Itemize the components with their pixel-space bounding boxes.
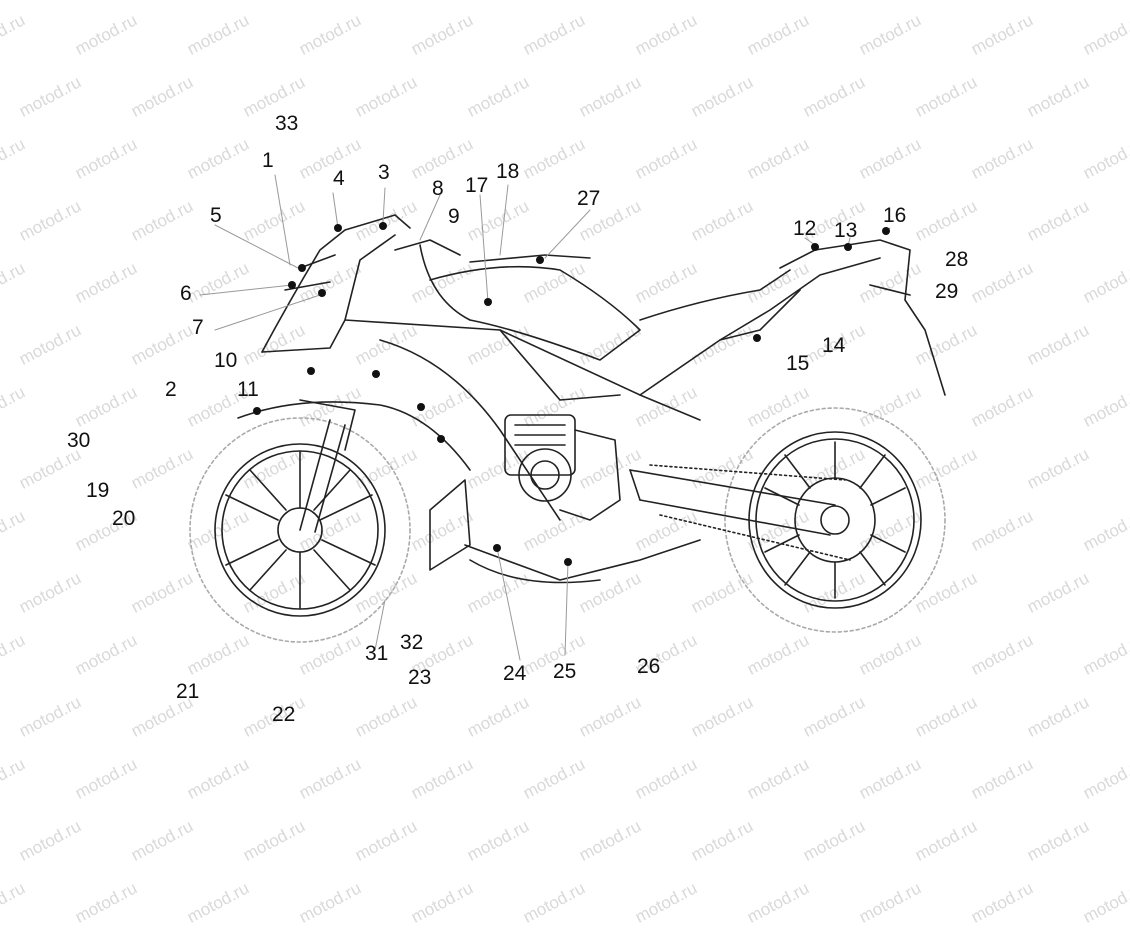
watermark-text: motod.ru [71, 878, 141, 927]
part-callout-label: 29 [935, 280, 959, 303]
frame [344, 257, 881, 521]
part-callout-label: 13 [834, 219, 858, 242]
part-callout-label: 9 [448, 205, 460, 228]
motorcycle-exploded-diagram [189, 174, 946, 661]
engine [504, 414, 621, 521]
rear-wheel [724, 407, 946, 633]
part-callout-label: 22 [272, 703, 296, 726]
leader-lines [199, 174, 891, 661]
part-callout-label: 20 [112, 507, 136, 530]
watermark-text: motod.ru [407, 878, 477, 927]
part-callout-label: 25 [553, 660, 577, 683]
front-wheel [189, 417, 411, 643]
watermark-text: motod.ru [0, 878, 29, 927]
watermark-text: motod.ru [631, 878, 701, 927]
part-callout-label: 30 [67, 429, 91, 452]
part-callout-label: 16 [883, 204, 907, 227]
part-callout-label: 15 [786, 352, 810, 375]
part-callout-label: 5 [210, 204, 222, 227]
part-callout-label: 28 [945, 248, 969, 271]
part-callout-label: 19 [86, 479, 110, 502]
swingarm [629, 464, 851, 561]
watermark-text: motod.ru [743, 878, 813, 927]
part-callout-label: 1 [262, 149, 274, 172]
diagram-canvas: motod.ru motod.ru motod.ru motod.ru motod.ru… [0, 11, 1130, 927]
part-callout-label: 6 [180, 282, 192, 305]
part-callout-label: 12 [793, 217, 817, 240]
part-callout-label: 10 [214, 349, 238, 372]
watermark-text: motod.ru [295, 878, 365, 927]
front-fork [299, 399, 356, 533]
part-callout-label: 7 [192, 316, 204, 339]
part-callout-label: 26 [637, 655, 661, 678]
part-callout-label: 3 [378, 161, 390, 184]
watermark-text: motod.ru [967, 878, 1037, 927]
part-callout-label: 24 [503, 662, 527, 685]
watermark-text: motod.ru [855, 878, 925, 927]
part-callout-label: 27 [577, 187, 601, 210]
watermark-text: motod.ru [183, 878, 253, 927]
fuel-tank [429, 265, 641, 361]
part-callout-label: 18 [496, 160, 520, 183]
part-callout-label: 17 [465, 174, 489, 197]
part-callout-label: 2 [165, 378, 177, 401]
part-callout-label: 21 [176, 680, 200, 703]
part-callout-label: 33 [275, 112, 299, 135]
handlebar [394, 239, 591, 321]
part-callout-label: 11 [237, 378, 259, 401]
part-callout-label: 8 [432, 177, 444, 200]
callout-dots [253, 222, 890, 566]
part-callout-label: 4 [333, 167, 345, 190]
part-callout-label: 31 [365, 642, 389, 665]
part-callout-label: 23 [408, 666, 432, 689]
part-callout-label: 32 [400, 631, 424, 654]
belly-pan [429, 479, 701, 584]
part-callout-label: 14 [822, 334, 846, 357]
watermark-text: motod.ru [1079, 878, 1130, 927]
watermark-text: motod.ru [519, 878, 589, 927]
